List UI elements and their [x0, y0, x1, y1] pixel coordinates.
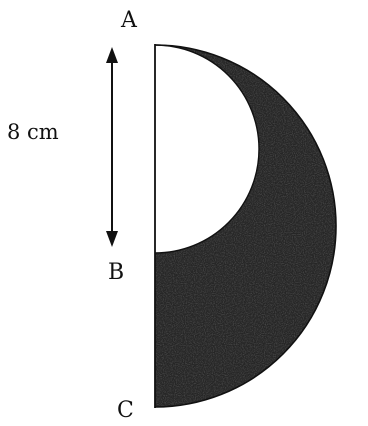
point-label-b: B [108, 260, 124, 285]
point-label-c: C [117, 398, 134, 423]
length-arrowhead-bottom [106, 231, 118, 247]
length-label: 8 cm [7, 120, 59, 144]
length-arrowhead-top [106, 47, 118, 63]
large-semicircle-arc [154, 44, 337, 408]
point-label-a: A [120, 8, 138, 33]
small-semicircle-arc [154, 44, 260, 254]
shaded-region-texture [155, 45, 336, 407]
